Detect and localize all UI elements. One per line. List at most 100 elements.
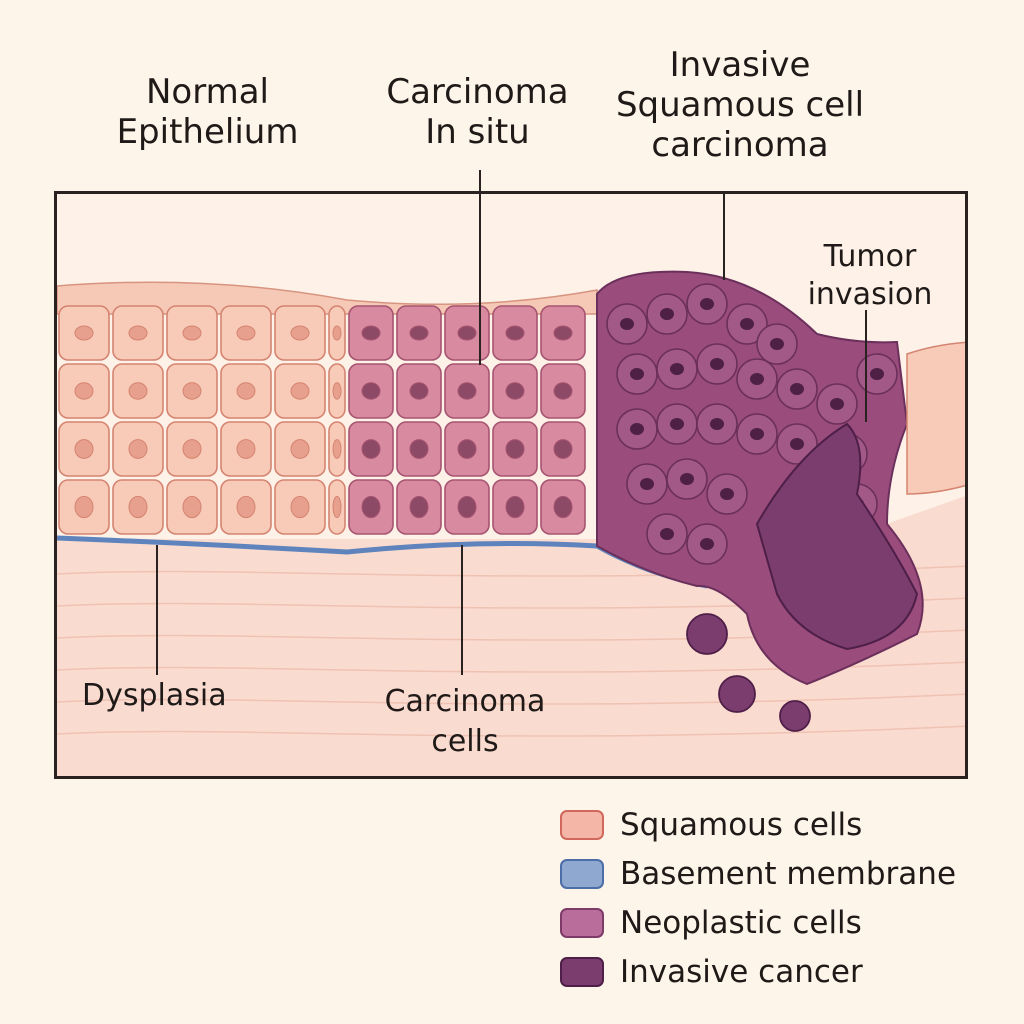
neoplastic-nucleus [770,338,784,350]
normal-nucleus [128,382,148,400]
invasive-front [755,422,919,651]
label-tumor-invasion: Tumor invasion [807,239,933,312]
tumor-nest [686,613,728,655]
neoplastic-nucleus [670,418,684,430]
neoplastic-nucleus [620,318,634,330]
normal-nucleus [236,382,256,400]
legend-swatch-squamous [560,809,604,840]
legend-swatch-basement [560,858,604,889]
normal-nucleus [290,382,310,400]
neoplastic-nucleus [680,473,694,485]
neoplastic-nucleus [750,373,764,385]
normal-nucleus [74,382,94,400]
cis-nucleus [553,382,573,400]
neoplastic-nucleus [660,308,674,320]
cis-nucleus [457,382,477,400]
label-dysplasia: Dysplasia [82,678,227,713]
cis-nucleus [505,439,525,459]
neoplastic-nucleus [700,538,714,550]
cis-nucleus [505,495,525,519]
normal-nucleus [332,382,342,400]
normal-nucleus [74,325,94,341]
cis-nucleus [361,495,381,519]
cis-nucleus [409,382,429,400]
neoplastic-nucleus [790,438,804,450]
normal-nucleus [182,382,202,400]
leader-carcinoma-cells [461,545,463,675]
neoplastic-nucleus [750,428,764,440]
cis-nucleus [505,382,525,400]
legend-item-invasive: Invasive cancer [560,947,956,996]
legend-label-squamous: Squamous cells [620,806,863,843]
leader-dysplasia [156,545,158,675]
normal-nucleus [182,439,202,459]
neoplastic-nucleus [720,488,734,500]
neoplastic-nucleus [830,398,844,410]
cis-nucleus [457,439,477,459]
cis-nucleus [457,325,477,341]
neoplastic-nucleus [790,383,804,395]
cis-nucleus [361,382,381,400]
stroma-fiber [57,725,965,737]
normal-nucleus [128,325,148,341]
cis-nucleus [361,325,381,341]
neoplastic-nucleus [630,368,644,380]
normal-nucleus [290,439,310,459]
cis-nucleus [505,325,525,341]
normal-nucleus [332,439,342,459]
stroma-fiber [57,693,965,705]
neoplastic-nucleus [640,478,654,490]
legend-item-basement: Basement membrane [560,849,956,898]
cis-nucleus [553,495,573,519]
cis-nucleus [409,325,429,341]
normal-nucleus [236,325,256,341]
neoplastic-nucleus [710,418,724,430]
normal-nucleus [74,439,94,459]
cis-nucleus [553,439,573,459]
normal-nucleus [128,439,148,459]
legend-item-squamous: Squamous cells [560,800,956,849]
legend-item-neoplastic: Neoplastic cells [560,898,956,947]
leader-invasive-scc [723,192,725,280]
normal-nucleus [74,495,94,519]
cis-nucleus [457,495,477,519]
cis-nucleus [409,439,429,459]
legend-swatch-neoplastic [560,907,604,938]
tumor-nest [779,700,811,732]
normal-nucleus [332,495,342,519]
tumor-nest [718,675,756,713]
normal-nucleus [182,325,202,341]
stroma-fiber [57,661,965,673]
neoplastic-nucleus [710,358,724,370]
normal-nucleus [182,495,202,519]
right-epithelium [906,341,965,495]
neoplastic-nucleus [870,368,884,380]
label-carcinoma-cells: Carcinoma cells [384,684,546,759]
normal-nucleus [290,325,310,341]
neoplastic-nucleus [700,298,714,310]
legend-label-basement: Basement membrane [620,855,957,892]
tissue-svg [57,194,965,776]
normal-nucleus [236,439,256,459]
legend-label-invasive: Invasive cancer [620,953,863,990]
neoplastic-nucleus [660,528,674,540]
label-normal-epithelium: Normal Epithelium [116,72,299,152]
legend-swatch-invasive [560,956,604,987]
tissue-diagram [54,191,968,779]
normal-nucleus [236,495,256,519]
normal-nucleus [128,495,148,519]
label-invasive-scc: Invasive Squamous cell carcinoma [615,45,865,165]
normal-nucleus [290,495,310,519]
normal-nucleus [332,325,342,341]
cis-nucleus [361,439,381,459]
leader-carcinoma-in-situ [479,170,481,365]
legend-label-neoplastic: Neoplastic cells [620,904,862,941]
leader-tumor-invasion [865,310,867,422]
legend: Squamous cells Basement membrane Neoplas… [560,800,956,996]
cis-nucleus [409,495,429,519]
neoplastic-nucleus [740,318,754,330]
neoplastic-nucleus [630,423,644,435]
neoplastic-nucleus [670,363,684,375]
cis-nucleus [553,325,573,341]
label-carcinoma-in-situ: Carcinoma In situ [386,72,569,152]
